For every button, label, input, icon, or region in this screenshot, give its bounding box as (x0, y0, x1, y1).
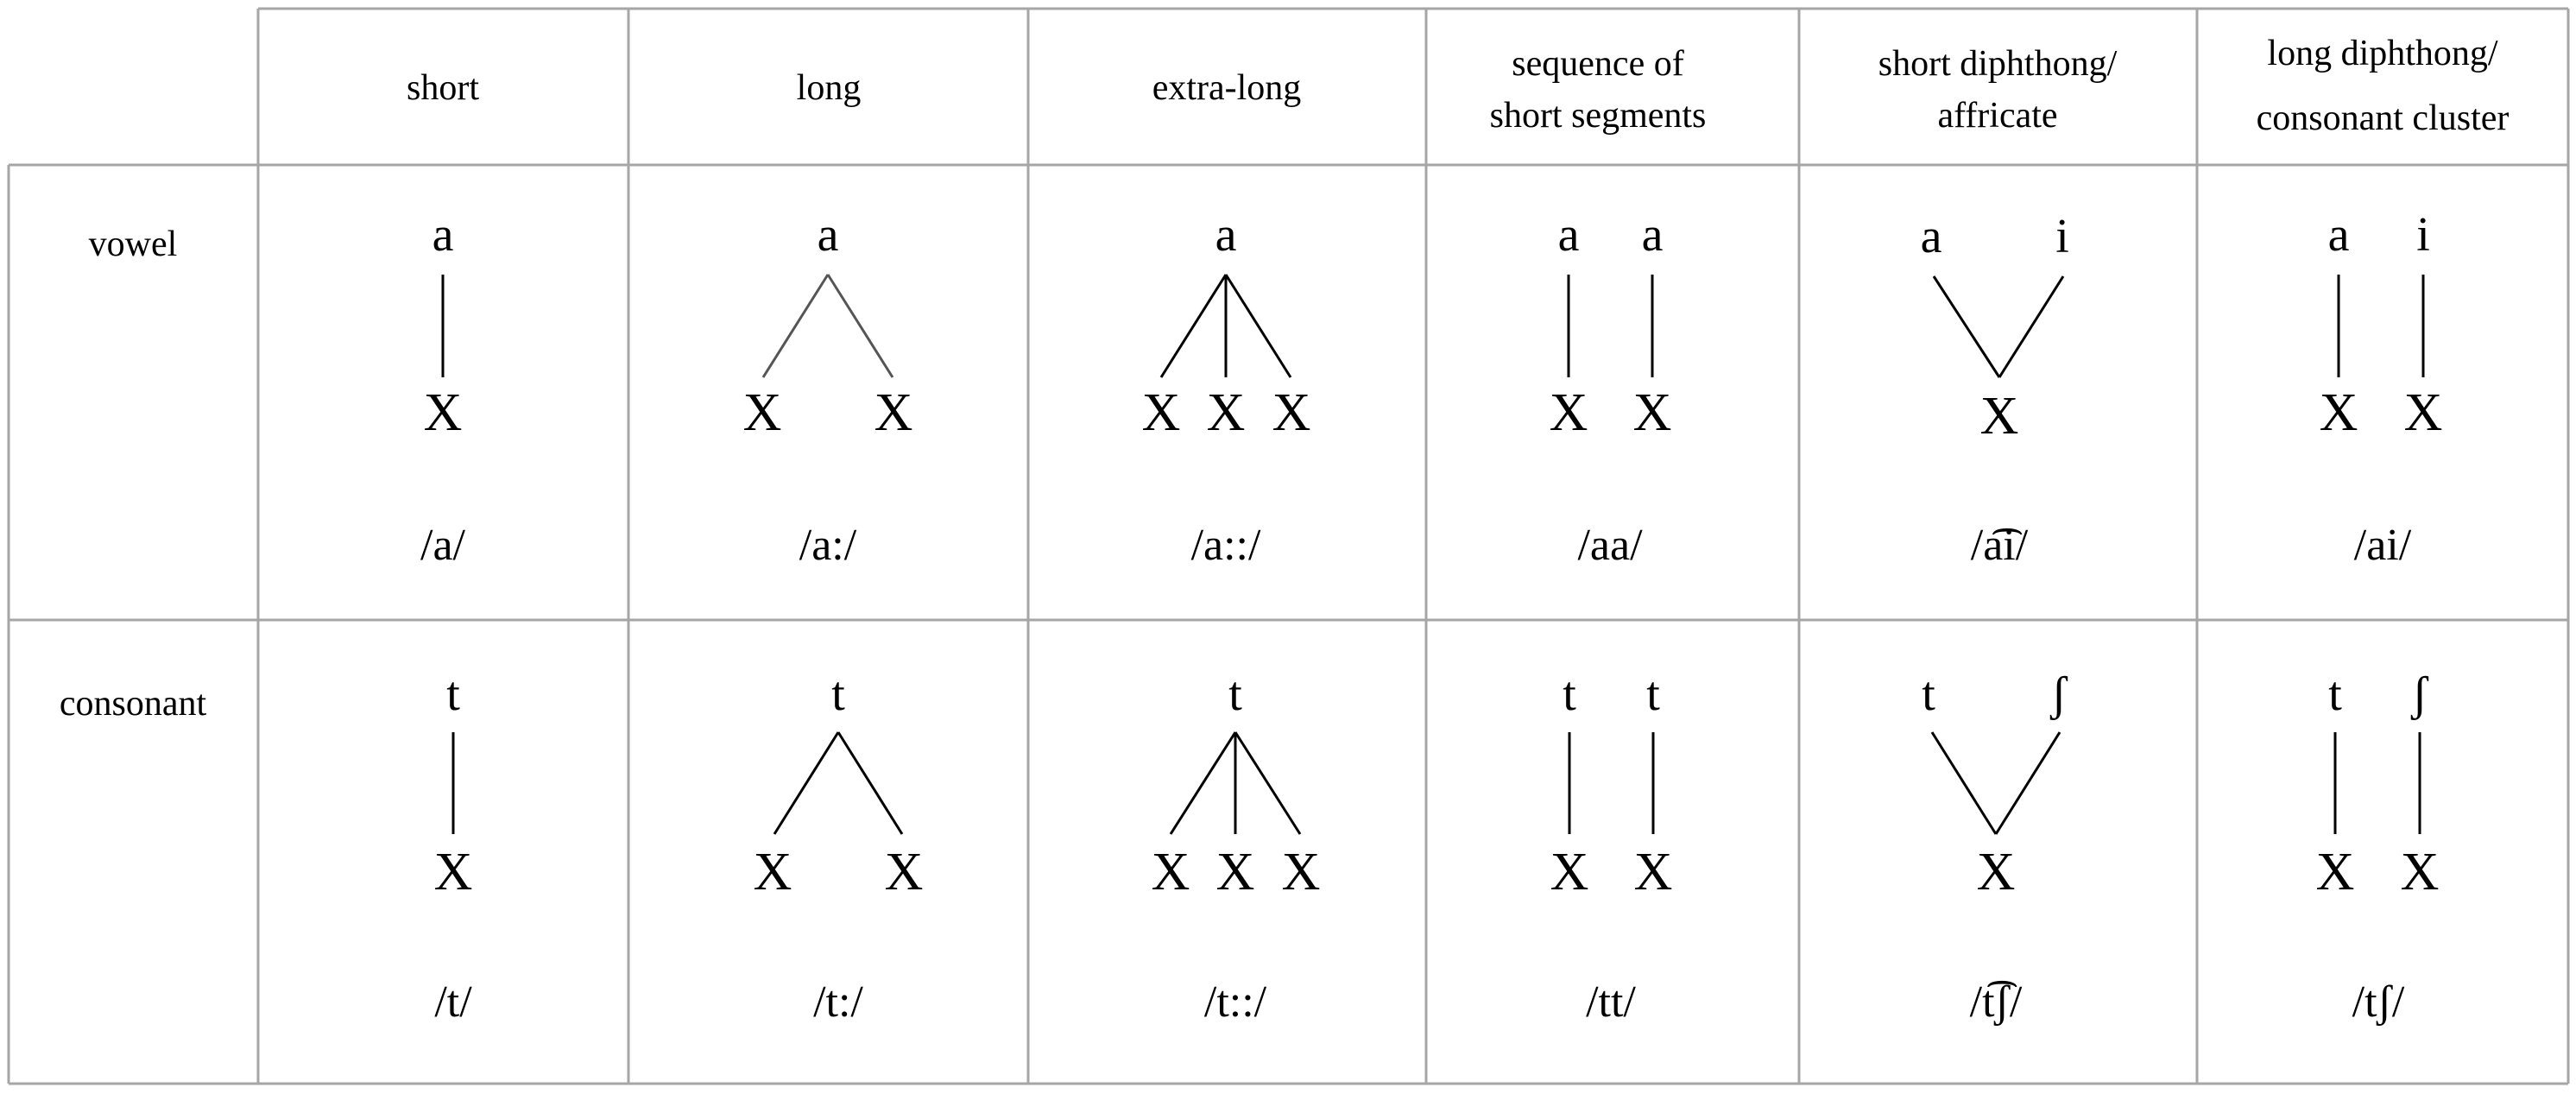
ipa-transcription: /t/ (434, 977, 472, 1027)
vowel-long-cell: a X X /a:/ (743, 208, 913, 570)
column-header-long: long (797, 68, 862, 108)
association-line (1998, 275, 2065, 378)
timing-slot: X (1216, 843, 1255, 901)
timing-slot: X (1550, 383, 1588, 442)
timing-slot: X (2320, 383, 2358, 442)
timing-slot: X (1152, 843, 1190, 901)
column-header-extra-long: extra-long (1152, 68, 1302, 108)
ipa-transcription: /a͡i/ (1971, 521, 2029, 570)
column-header-sequence-line2: short segments (1490, 96, 1707, 136)
timing-slot: X (424, 383, 463, 442)
timing-slot: X (1272, 383, 1311, 442)
consonant-long-cell: t X X /t:/ (754, 667, 924, 1027)
segment-label: a (2328, 208, 2350, 262)
association-line (773, 731, 840, 835)
segment-label: a (818, 208, 839, 262)
timing-slot: X (1634, 843, 1673, 901)
timing-slot: X (1633, 383, 1672, 442)
association-line (1930, 731, 1998, 835)
segment-label: a (1215, 208, 1237, 262)
timing-slot: X (754, 843, 792, 901)
segment-label: i (2416, 208, 2430, 262)
timing-slot: X (1550, 843, 1589, 901)
ipa-transcription: /t:/ (813, 977, 863, 1027)
column-header-short: short (407, 68, 479, 108)
segment-label: i (2055, 210, 2069, 263)
ipa-transcription: /a:/ (799, 521, 857, 570)
column-header-long-diphthong-line2: consonant cluster (2257, 98, 2510, 138)
column-header-long-diphthong-line1: long diphthong/ (2267, 34, 2498, 73)
vowel-sequence-cell: a a X X /aa/ (1550, 208, 1672, 570)
association-line (1234, 731, 1302, 835)
ipa-transcription: /aa/ (1577, 521, 1643, 570)
segment-label: t (1922, 667, 1935, 721)
segment-label: a (432, 208, 454, 262)
timing-slot: X (1207, 383, 1246, 442)
segment-label: a (1558, 208, 1580, 262)
vowel-short-cell: a X /a/ (420, 208, 466, 570)
association-line (761, 274, 830, 378)
consonant-cluster-cell: t ʃ X X /tʃ/ (2316, 667, 2440, 1027)
consonant-extra-long-cell: t X X X /t::/ (1152, 667, 1321, 1027)
segment-label: t (2328, 667, 2342, 721)
association-line (1159, 274, 1228, 378)
timing-slot: X (1980, 387, 2019, 446)
consonant-sequence-cell: t t X X /tt/ (1550, 667, 1673, 1027)
vowel-short-diphthong-cell: a i X /a͡i/ (1921, 210, 2069, 570)
association-line (837, 731, 904, 835)
timing-slot: X (434, 843, 473, 901)
vowel-row: a X /a/ a X X /a:/ a X X X /a::/ a (420, 208, 2442, 570)
consonant-short-cell: t X /t/ (434, 667, 473, 1027)
segment-label: t (1228, 667, 1242, 721)
segment-label: t (1646, 667, 1660, 721)
ipa-transcription: /ai/ (2354, 521, 2412, 570)
column-header-sequence-line1: sequence of (1512, 44, 1683, 84)
timing-slot: X (885, 843, 924, 901)
timing-slot: X (1282, 843, 1321, 901)
ipa-transcription: /a/ (420, 521, 466, 570)
timing-slot: X (1977, 843, 2016, 901)
segment-label: a (1921, 210, 1942, 263)
ipa-transcription: /tʃ/ (2352, 977, 2405, 1027)
timing-slot: X (2401, 843, 2440, 901)
timing-slot: X (2404, 383, 2443, 442)
row-labels: vowel consonant (60, 224, 207, 724)
association-line (1994, 731, 2061, 835)
ipa-transcription: /t͡ʃ/ (1970, 977, 2023, 1027)
association-line (1932, 275, 2001, 378)
vowel-long-diphthong-cell: a i X X /ai/ (2320, 208, 2443, 570)
timing-slot: X (2316, 843, 2355, 901)
timing-slot: X (1142, 383, 1181, 442)
column-headers: short long extra-long sequence of short … (407, 34, 2509, 138)
segment-label: ʃ (2411, 667, 2429, 721)
timing-slot: X (874, 383, 913, 442)
ipa-transcription: /tt/ (1586, 977, 1636, 1027)
ipa-transcription: /t::/ (1204, 977, 1267, 1027)
row-label-consonant: consonant (60, 684, 207, 724)
segment-label: ʃ (2050, 667, 2068, 721)
vowel-extra-long-cell: a X X X /a::/ (1142, 208, 1311, 570)
association-line (1169, 731, 1237, 835)
segment-label: t (1563, 667, 1576, 721)
column-header-short-diphthong-line1: short diphthong/ (1878, 44, 2118, 84)
consonant-affricate-cell: t ʃ X /t͡ʃ/ (1922, 667, 2068, 1027)
segment-label: a (1642, 208, 1664, 262)
consonant-row: t X /t/ t X X /t:/ t X X X /t::/ t (434, 667, 2440, 1027)
segment-label: t (831, 667, 845, 721)
ipa-transcription: /a::/ (1191, 521, 1261, 570)
timing-slot: X (743, 383, 782, 442)
association-line (826, 274, 894, 378)
association-line (1224, 274, 1292, 378)
column-header-short-diphthong-line2: affricate (1937, 96, 2057, 136)
table-grid (7, 7, 2570, 1085)
row-label-vowel: vowel (89, 224, 178, 264)
segment-label: t (446, 667, 460, 721)
